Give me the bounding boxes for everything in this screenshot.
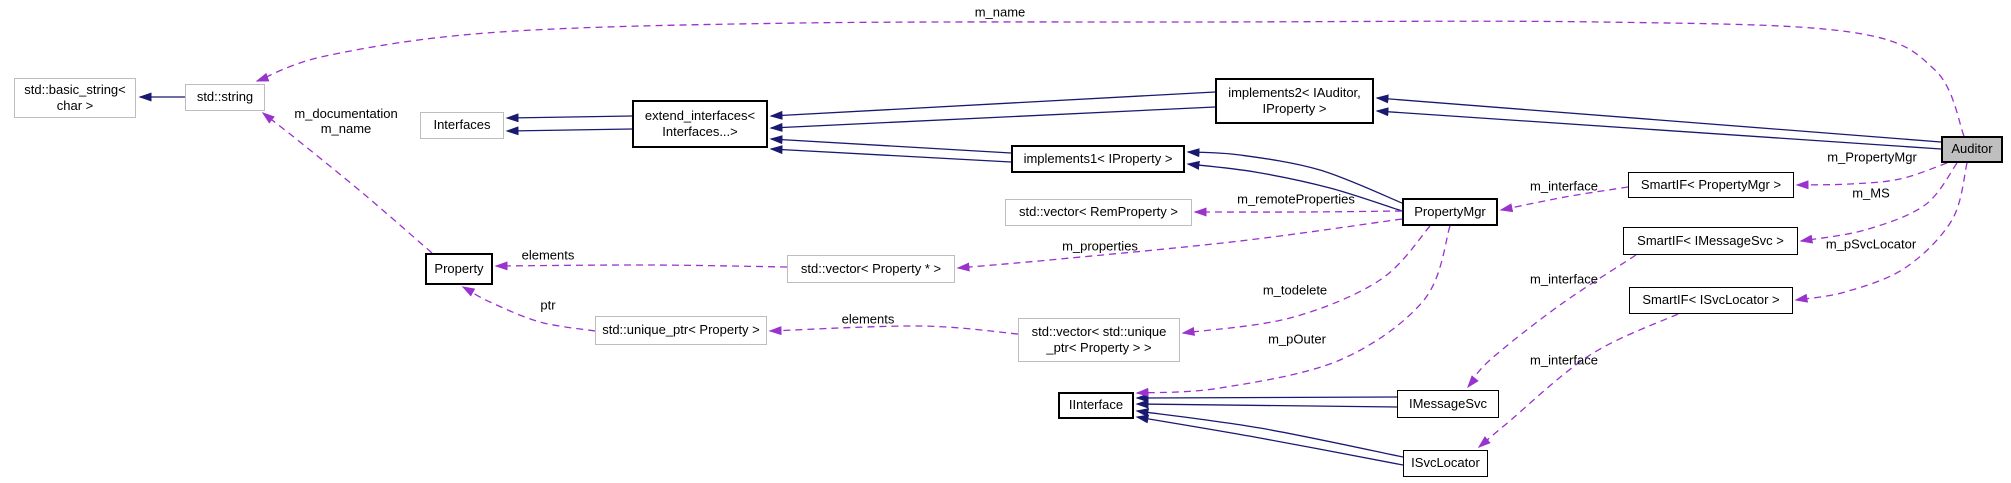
edge-label-auditor-mms: m_MS	[1852, 185, 1890, 201]
node-imessagesvc[interactable]: IMessageSvc	[1397, 390, 1499, 418]
edge-auditor-to-implements2-1	[1375, 94, 1942, 143]
edge-label-propertymgr-pouter: m_pOuter	[1268, 331, 1326, 347]
edge-label-property-mdocumentation: m_documentation m_name	[294, 106, 398, 136]
edge-label-uniqueptr-ptr: ptr	[540, 297, 556, 313]
edge-propertymgr-pouter	[1135, 225, 1451, 397]
node-implements2[interactable]: implements2< IAuditor, IProperty >	[1215, 78, 1374, 124]
node-vector-unique-ptr: std::vector< std::unique _ptr< Property …	[1018, 318, 1180, 362]
edge-smartifsvc-interface	[1477, 313, 1679, 448]
edge-implements2-to-extend-1	[769, 91, 1216, 120]
edge-propertymgr-properties	[956, 218, 1403, 272]
node-vector-property-ptr: std::vector< Property * >	[787, 255, 955, 283]
node-std-string: std::string	[185, 84, 265, 111]
edge-auditor-mpsvclocator	[1794, 162, 1968, 303]
node-extend-interfaces[interactable]: extend_interfaces< Interfaces...>	[632, 100, 768, 148]
edge-extend-to-interfaces-1	[505, 113, 633, 123]
edge-auditor-mms	[1799, 162, 1958, 244]
edge-label-vecprop-elements: elements	[521, 247, 575, 263]
node-basic-string: std::basic_string< char >	[14, 78, 136, 118]
edge-implements2-to-extend-2	[769, 106, 1216, 132]
edge-uniqueptr-ptr	[461, 286, 596, 332]
node-iinterface[interactable]: IInterface	[1058, 392, 1134, 419]
edge-label-propertymgr-todelete: m_todelete	[1262, 282, 1328, 298]
edge-imessagesvc-to-iinterface-2	[1135, 399, 1398, 409]
node-unique-ptr-property: std::unique_ptr< Property >	[595, 316, 767, 345]
node-interfaces: Interfaces	[420, 112, 504, 139]
edge-extend-to-interfaces-2	[505, 126, 633, 136]
node-property[interactable]: Property	[425, 253, 493, 285]
edge-imessagesvc-to-iinterface-1	[1135, 393, 1398, 403]
edge-vecunique-elements	[768, 325, 1019, 336]
edge-implements1-to-extend-1	[769, 135, 1012, 154]
edge-isvclocator-to-iinterface-2	[1135, 414, 1404, 466]
edge-label-auditor-mpropertymgr: m_PropertyMgr	[1827, 149, 1917, 165]
edge-label-smartifpm-interface: m_interface	[1530, 178, 1598, 194]
edge-auditor-mpropertymgr	[1795, 162, 1948, 190]
edge-label-auditor-mpsvclocator: m_pSvcLocator	[1825, 236, 1917, 252]
node-isvclocator[interactable]: ISvcLocator	[1403, 450, 1488, 477]
edge-label-smartifms-interface: m_interface	[1530, 271, 1598, 287]
edge-label-smartifsvc-interface: m_interface	[1530, 352, 1598, 368]
edge-smartifpm-interface	[1499, 186, 1629, 213]
node-vector-remproperty: std::vector< RemProperty >	[1005, 199, 1192, 226]
edge-vecprop-elements	[494, 261, 788, 271]
node-implements1[interactable]: implements1< IProperty >	[1011, 145, 1185, 173]
edge-label-auditor-mname: m_name	[974, 4, 1026, 20]
edge-label-vecunique-elements: elements	[841, 311, 895, 327]
edge-isvclocator-to-iinterface-1	[1135, 408, 1404, 458]
edge-label-propertymgr-properties: m_properties	[1062, 238, 1138, 254]
node-smartif-propertymgr[interactable]: SmartIF< PropertyMgr >	[1628, 172, 1794, 198]
edge-smartifms-interface	[1467, 254, 1637, 389]
edge-label-propertymgr-remoteproperties: m_remoteProperties	[1237, 191, 1355, 207]
node-smartif-imessagesvc[interactable]: SmartIF< IMessageSvc >	[1623, 227, 1798, 255]
node-smartif-isvclocator[interactable]: SmartIF< ISvcLocator >	[1629, 287, 1793, 314]
node-auditor: Auditor	[1941, 136, 2003, 163]
edge-propertymgr-to-implements1-2	[1186, 160, 1403, 212]
edge-propertymgr-remoteproperties	[1193, 207, 1403, 217]
edge-propertymgr-to-implements1-1	[1186, 148, 1403, 204]
node-propertymgr[interactable]: PropertyMgr	[1402, 198, 1498, 226]
edge-auditor-mname	[255, 20, 1965, 137]
edge-property-mdocumentation	[261, 112, 433, 254]
edge-implements1-to-extend-2	[769, 145, 1012, 163]
edge-propertymgr-todelete	[1181, 225, 1431, 336]
edge-auditor-to-implements2-2	[1375, 107, 1942, 150]
